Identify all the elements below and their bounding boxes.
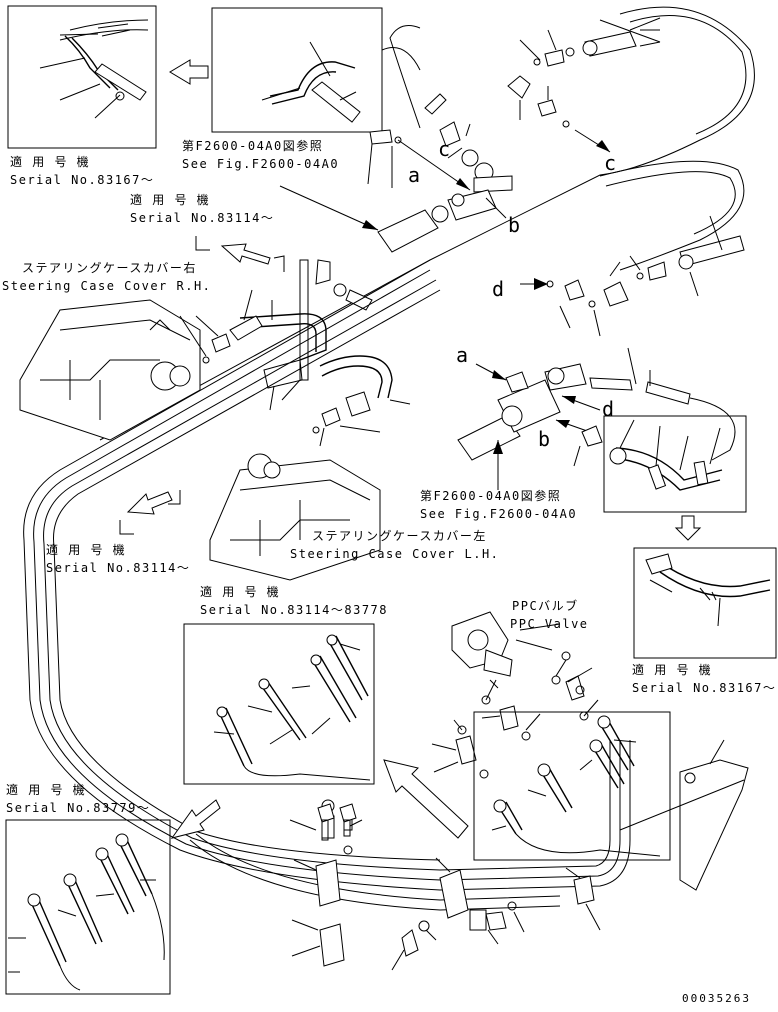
cylinder-assembly-mid <box>457 347 736 490</box>
arrow-left-top <box>169 59 209 85</box>
ppc-valve-area <box>431 611 599 779</box>
part-number: 00035263 <box>682 992 751 1005</box>
ppc-jp: PPCバルブ <box>512 598 579 613</box>
serial-right-jp: 適 用 号 機 <box>632 662 712 677</box>
inset-top-left <box>7 5 157 149</box>
ref-top-en: See Fig.F2600-04A0 <box>182 157 339 171</box>
inset-range <box>183 623 375 785</box>
serial-top-left-jp: 適 用 号 機 <box>10 154 90 169</box>
ref-mid-en: See Fig.F2600-04A0 <box>420 507 577 521</box>
letter-b-mid: b <box>538 427 550 451</box>
serial-range-jp: 適 用 号 機 <box>200 584 280 599</box>
letter-c-left: c <box>438 137 450 161</box>
arrow-bottom-left <box>170 799 221 839</box>
bracket-bottom-right <box>619 739 749 891</box>
lh-cover-en: Steering Case Cover L.H. <box>290 547 499 561</box>
top-right-hoses <box>99 6 755 441</box>
serial-bottom-jp: 適 用 号 機 <box>6 782 86 797</box>
serial-right-en: Serial No.83167〜 <box>632 681 776 695</box>
serial-mid-jp: 適 用 号 機 <box>130 192 210 207</box>
lh-steering-cover <box>209 453 381 581</box>
letter-a-mid: a <box>456 343 468 367</box>
letter-c-right: c <box>604 151 616 175</box>
arrow-rh-serial <box>195 236 271 265</box>
serial-mid-en: Serial No.83114〜 <box>130 211 274 225</box>
inset-right <box>633 547 777 659</box>
serial-range-en: Serial No.83114〜83778 <box>200 603 388 617</box>
serial-top-left-en: Serial No.83167〜 <box>10 173 154 187</box>
letter-d-left: d <box>492 277 504 301</box>
lh-cover-hose <box>281 355 411 447</box>
right-middle-hoses <box>520 160 745 337</box>
rh-steering-cover <box>19 299 201 441</box>
serial-bottom-en: Serial No.83779〜 <box>6 801 150 815</box>
arrow-lh-serial <box>119 490 181 535</box>
letter-b-top: b <box>508 213 520 237</box>
clamp-bolts <box>317 803 507 931</box>
right-hose-clamp <box>603 415 747 541</box>
ppc-en: PPC Valve <box>510 617 589 631</box>
ref-mid-jp: 第F2600-04A0図参照 <box>420 488 561 503</box>
letter-a-top: a <box>408 163 420 187</box>
inset-top-center <box>211 7 421 133</box>
serial-left-jp: 適 用 号 機 <box>46 542 126 557</box>
serial-left-en: Serial No.83114〜 <box>46 561 190 575</box>
rh-cover-en: Steering Case Cover R.H. <box>2 279 211 293</box>
clevis-assembly-top <box>279 185 507 253</box>
main-hose-run <box>23 259 631 911</box>
arrow-up-range <box>383 759 469 839</box>
letter-d-mid: d <box>602 397 614 421</box>
ref-top-jp: 第F2600-04A0図参照 <box>182 138 323 153</box>
rh-cover-jp: ステアリングケースカバー右 <box>22 260 197 275</box>
lh-cover-jp: ステアリングケースカバー左 <box>312 528 487 543</box>
inset-bottom-left <box>5 819 171 995</box>
ppc-hose-box <box>473 711 671 861</box>
